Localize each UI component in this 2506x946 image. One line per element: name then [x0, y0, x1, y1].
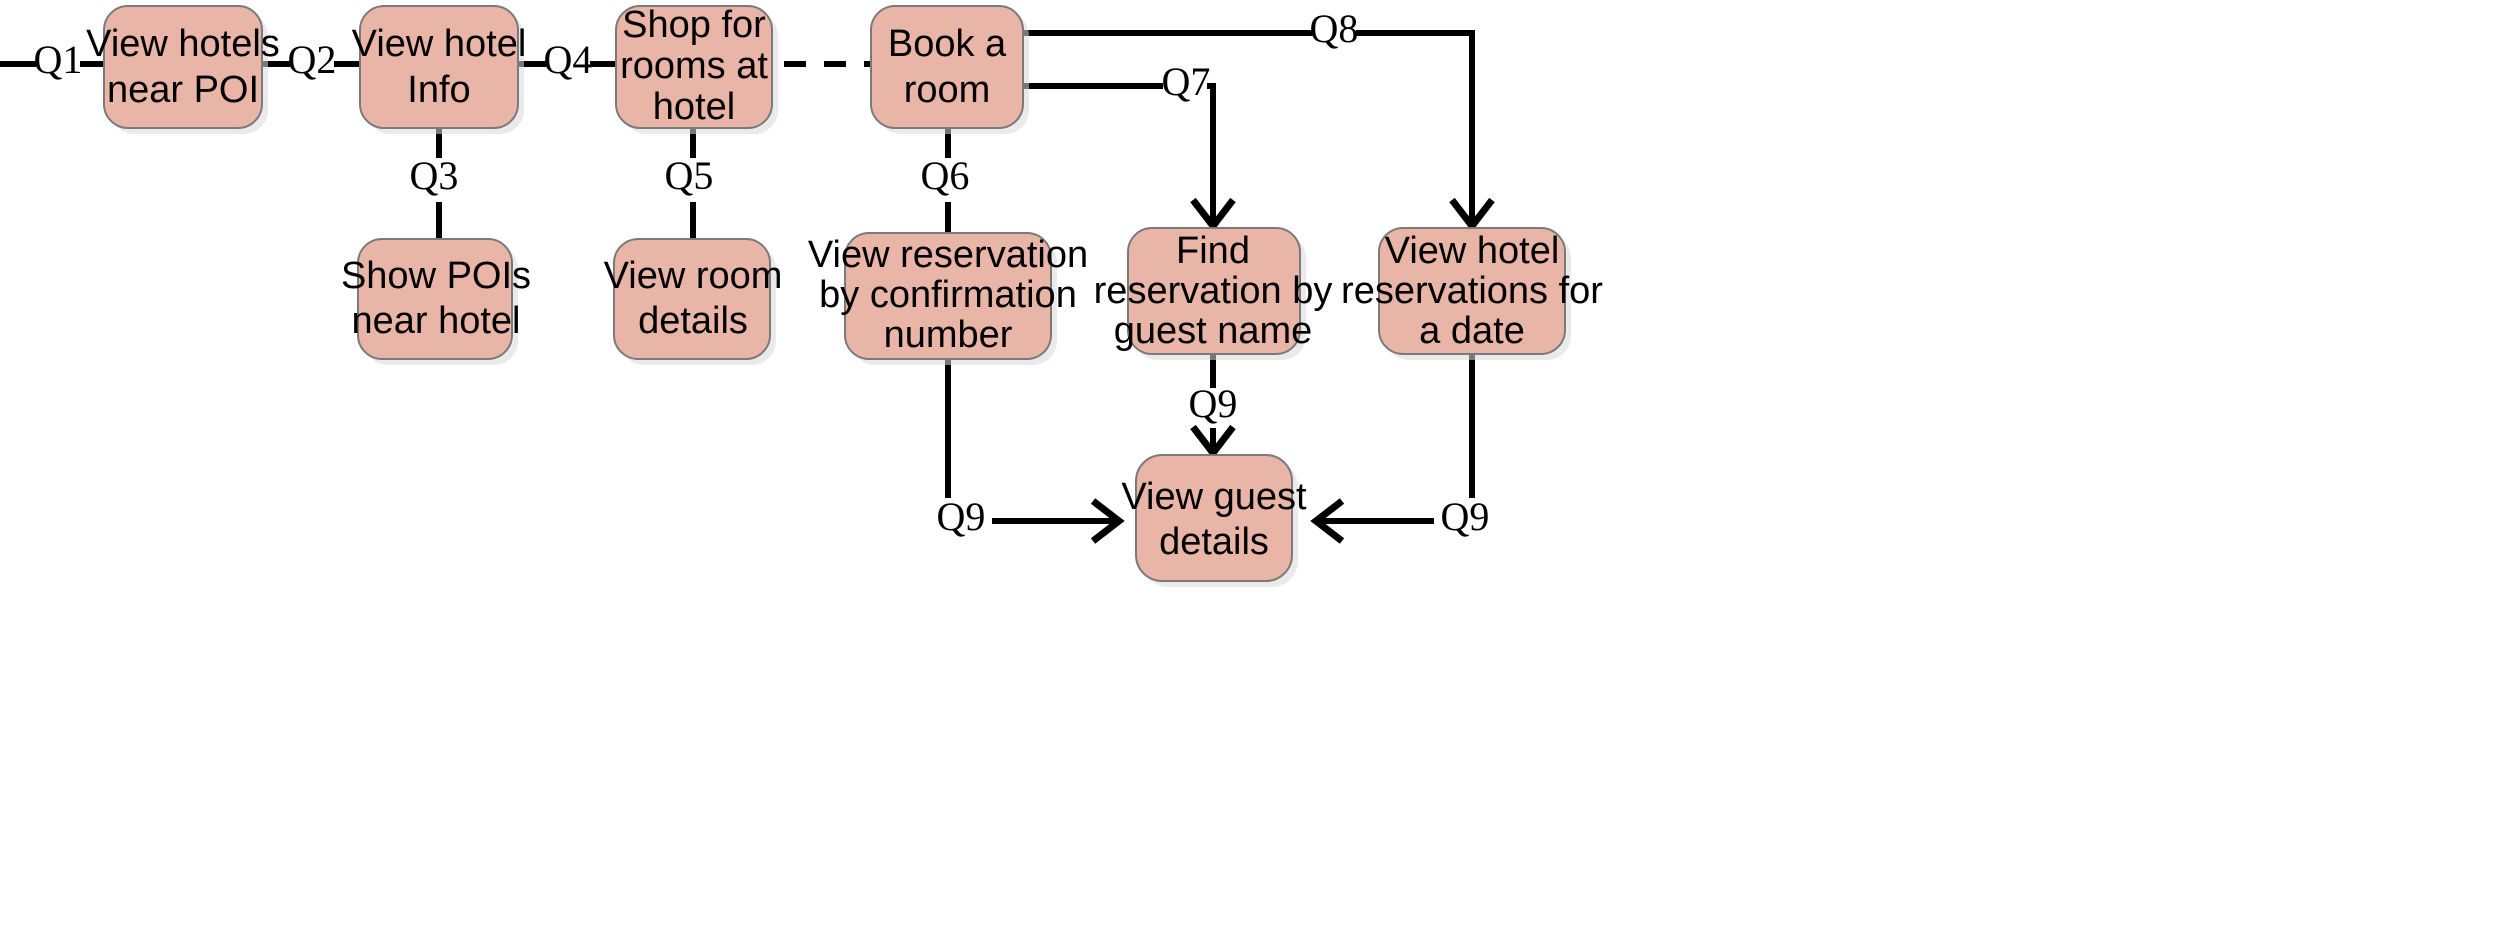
node-label-line: rooms at: [620, 45, 768, 87]
node-label-line: reservations for: [1341, 270, 1603, 312]
node-label-line: Find: [1176, 230, 1250, 272]
node-label-line: by confirmation: [819, 274, 1077, 316]
node-label-line: Info: [407, 69, 470, 111]
node-label-line: View reservation: [808, 234, 1088, 276]
edge-q8: Q8: [1023, 6, 1495, 232]
edge-label-q8: Q8: [1310, 6, 1359, 51]
node-label-line: View hotel: [1385, 230, 1560, 272]
node-view-guest-details[interactable]: View guest details: [1121, 454, 1307, 587]
node-view-room-details[interactable]: View room details: [604, 238, 783, 365]
node-body[interactable]: [844, 232, 1052, 360]
node-body[interactable]: [1378, 227, 1566, 355]
node-find-reservation-by-guest-name[interactable]: Find reservation by guest name: [1094, 227, 1333, 360]
edge-q9-mid: Q9: [1189, 354, 1238, 459]
edge-label-q4: Q4: [544, 37, 593, 82]
node-label-line: Book a: [888, 23, 1007, 65]
node-body[interactable]: [357, 238, 513, 360]
node-label-line: near POI: [107, 69, 259, 111]
node-label-line: View room: [604, 255, 783, 297]
node-label-line: details: [638, 300, 748, 342]
node-body[interactable]: [1135, 454, 1293, 582]
node-book-a-room[interactable]: Book a room: [870, 5, 1029, 134]
node-view-reservation-by-confirmation-number[interactable]: View reservation by confirmation number: [808, 232, 1088, 365]
edge-q7: Q7: [1023, 59, 1236, 232]
node-body[interactable]: [103, 5, 263, 129]
node-label-line: View hotel: [352, 23, 527, 65]
node-label-line: number: [884, 314, 1013, 356]
edge-label-q1: Q1: [34, 37, 83, 82]
node-label-line: Shop for: [622, 4, 766, 46]
node-label-line: View hotels: [86, 23, 280, 65]
node-body[interactable]: [615, 5, 773, 129]
node-shop-for-rooms-at-hotel[interactable]: Shop for rooms at hotel: [615, 4, 778, 134]
node-label-line: Show POIs: [341, 255, 531, 297]
edge-q9-right: Q9: [1310, 354, 1496, 544]
node-label-line: room: [904, 69, 991, 111]
node-label-line: hotel: [653, 86, 735, 128]
node-label-line: details: [1159, 521, 1269, 563]
node-view-hotel-info[interactable]: View hotel Info: [352, 5, 527, 134]
node-label-line: reservation by: [1094, 270, 1333, 312]
node-label-line: guest name: [1114, 310, 1313, 352]
edge-q9-left: Q9: [930, 359, 1125, 544]
node-label-line: View guest: [1121, 476, 1307, 518]
edge-label-q7: Q7: [1162, 59, 1211, 104]
node-body[interactable]: [613, 238, 771, 360]
node-view-hotels-near-poi[interactable]: View hotels near POI: [86, 5, 280, 134]
edge-label-q9-mid: Q9: [1189, 381, 1238, 426]
edge-label-q3: Q3: [410, 153, 459, 198]
node-body[interactable]: [1127, 227, 1301, 355]
node-label-line: near hotel: [351, 300, 520, 342]
node-label-line: a date: [1419, 310, 1525, 352]
edge-label-q2: Q2: [288, 37, 337, 82]
node-view-hotel-reservations-for-a-date[interactable]: View hotel reservations for a date: [1341, 227, 1603, 360]
edge-label-q5: Q5: [665, 153, 714, 198]
edge-label-q9-right: Q9: [1441, 494, 1490, 539]
edge-label-q6: Q6: [921, 153, 970, 198]
node-show-pois-near-hotel[interactable]: Show POIs near hotel: [341, 238, 531, 365]
node-body[interactable]: [359, 5, 519, 129]
edge-label-q9-left: Q9: [937, 494, 986, 539]
node-body[interactable]: [870, 5, 1024, 129]
